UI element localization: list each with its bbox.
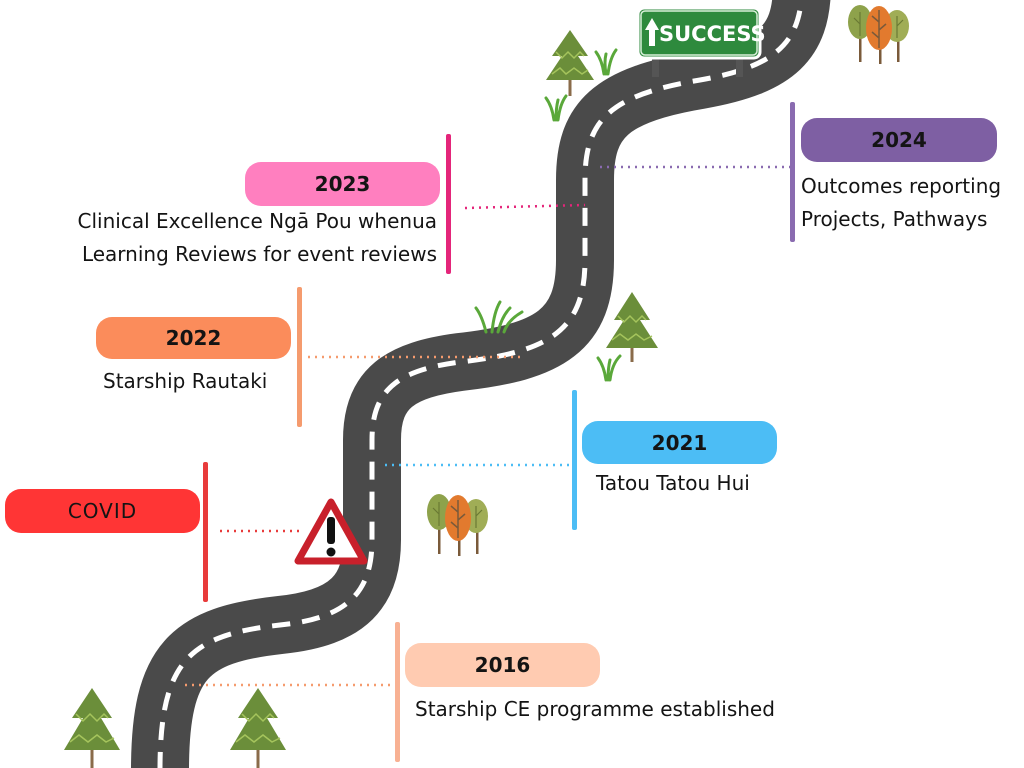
- milestone-2022-label: 2022: [96, 317, 291, 359]
- autumn-trees-icon: [848, 5, 909, 64]
- dotted-connectors: [185, 165, 790, 687]
- milestone-2023-line-1: Clinical Excellence Ngā Pou whenua: [77, 209, 437, 233]
- autumn-trees-icon: [427, 494, 488, 556]
- milestone-2022-line-1: Starship Rautaki: [103, 369, 268, 393]
- milestone-2016-line-1: Starship CE programme established: [415, 697, 775, 721]
- road-centre-line: [157, 0, 804, 768]
- grass-icon: [474, 48, 622, 382]
- bar-2024: [790, 102, 795, 242]
- warning-sign-icon: [294, 498, 368, 565]
- pine-tree-icon: [64, 688, 120, 768]
- milestone-2023-line-2: Learning Reviews for event reviews: [81, 242, 437, 266]
- pine-tree-icon: [606, 292, 658, 362]
- milestone-2024-line-2: Projects, Pathways: [801, 207, 988, 231]
- bar-covid: [203, 462, 208, 602]
- bar-2021: [572, 390, 577, 530]
- bar-2023: [446, 134, 451, 274]
- milestone-2021-line-1: Tatou Tatou Hui: [596, 471, 750, 495]
- milestone-2024-label: 2024: [801, 118, 997, 162]
- success-sign-label: SUCCESS: [659, 22, 766, 46]
- pine-tree-icon: [546, 30, 594, 96]
- milestone-2024-line-1: Outcomes reporting: [801, 174, 1002, 198]
- milestone-2021-label: 2021: [582, 421, 777, 464]
- milestone-2023-label: 2023: [245, 162, 440, 206]
- success-sign-icon: SUCCESS: [636, 6, 766, 77]
- milestone-2016-label: 2016: [405, 643, 600, 687]
- milestone-covid-label: COVID: [5, 489, 200, 533]
- bar-2016: [395, 622, 400, 762]
- pine-tree-icon: [230, 688, 286, 768]
- bar-2022: [297, 287, 302, 427]
